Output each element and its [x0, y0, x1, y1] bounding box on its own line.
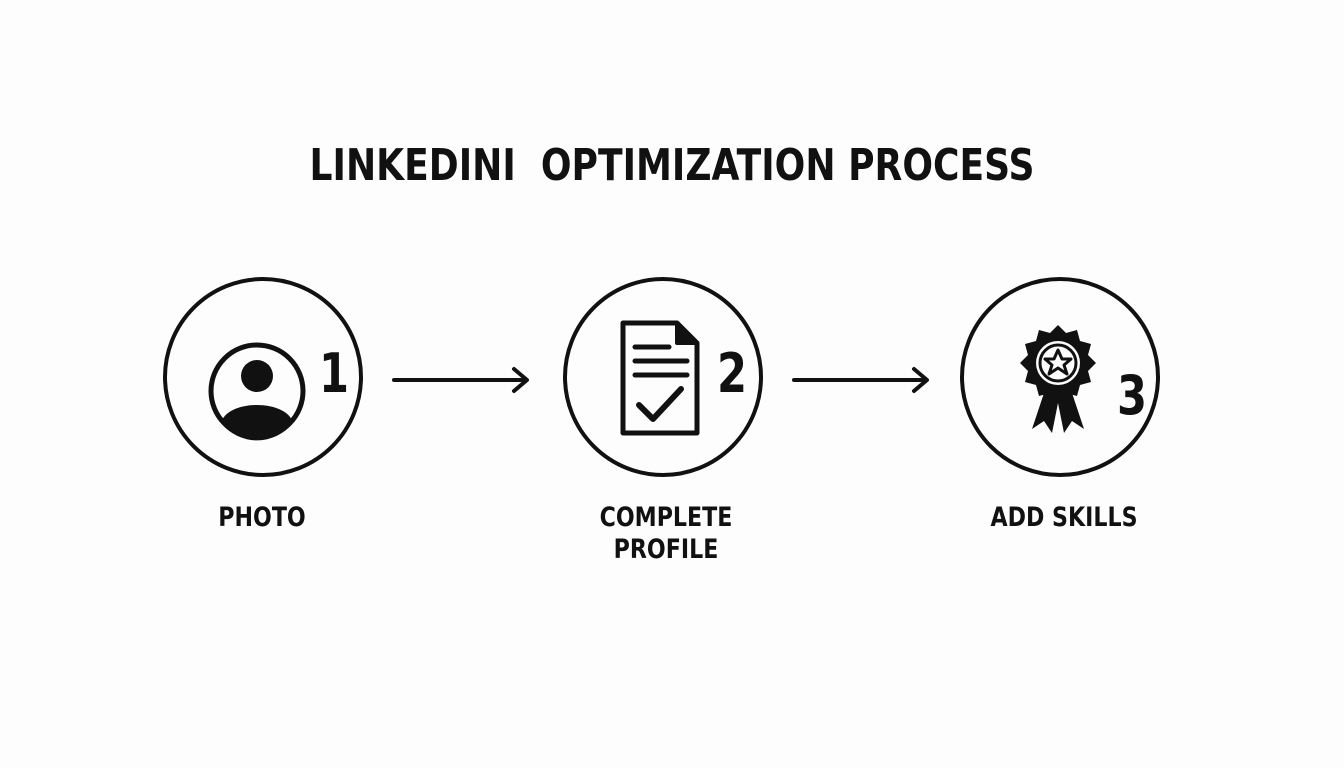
step-2-label-line-1: COMPLETE [599, 502, 733, 533]
profile-photo-icon [208, 342, 306, 441]
award-badge-icon [1020, 325, 1096, 433]
step-3-label-line: ADD SKILLS [990, 502, 1138, 533]
document-check-icon [620, 320, 700, 436]
step-2-label: COMPLETE PROFILE [559, 502, 772, 566]
diagram-title: LINKEDINI OPTIMIZATION PROCESS [309, 140, 1035, 191]
step-3-circle: 3 [960, 277, 1160, 477]
step-2-circle: 2 [563, 277, 763, 477]
step-1-label-line: PHOTO [218, 502, 306, 533]
step-1-circle: 1 [163, 277, 363, 477]
step-1-label: PHOTO [155, 502, 368, 534]
step-2-label-line-2: PROFILE [613, 534, 719, 565]
step-3-label: ADD SKILLS [957, 502, 1170, 534]
step-3-number: 3 [1117, 364, 1148, 427]
arrow-right-icon [392, 367, 529, 393]
step-1-number: 1 [319, 342, 350, 405]
arrow-right-icon [792, 367, 929, 393]
step-2-number: 2 [717, 342, 748, 405]
